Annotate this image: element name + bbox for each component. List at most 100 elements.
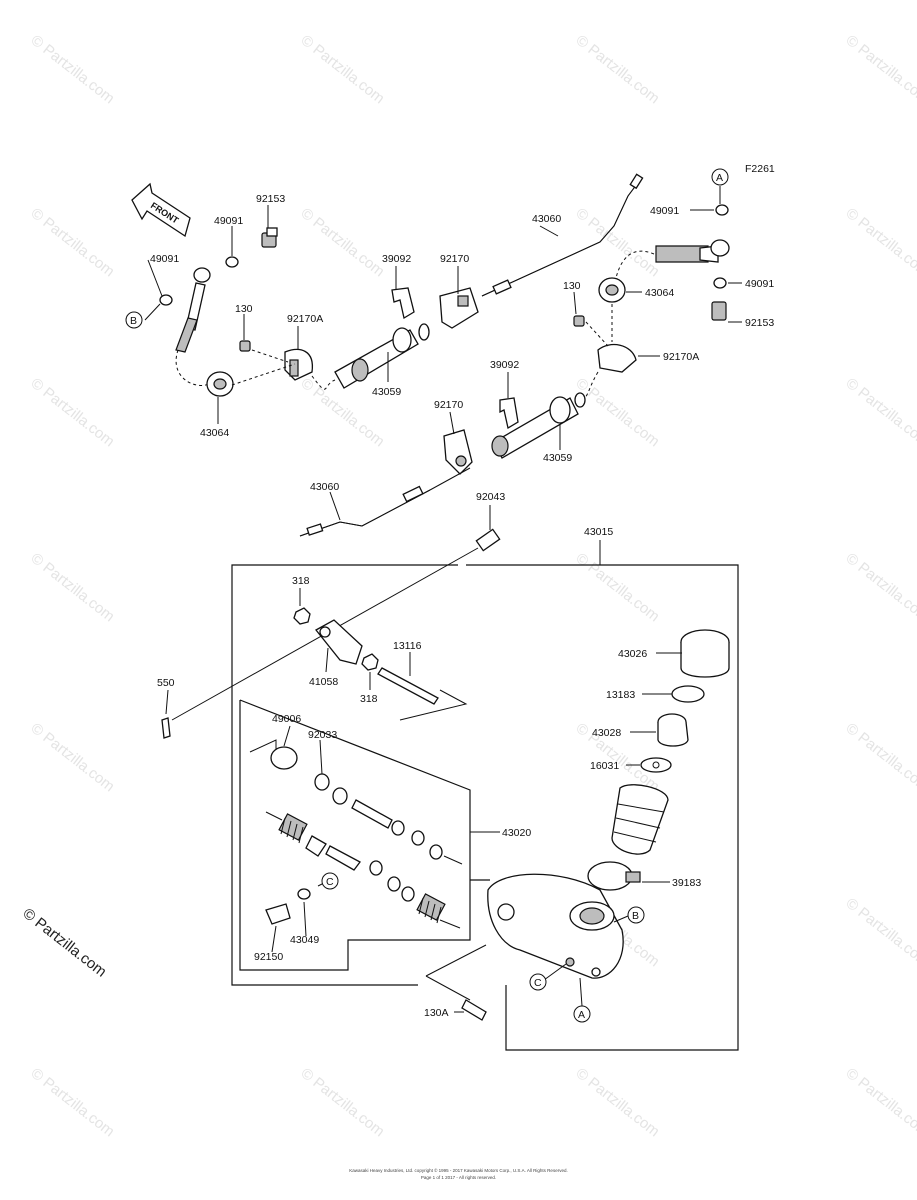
watermark: © Partzilla.com	[843, 32, 917, 108]
label-130A: 130A	[424, 1007, 449, 1019]
cotter-pin-550	[161, 717, 171, 739]
label-43064: 43064	[645, 287, 674, 299]
watermark: © Partzilla.com	[843, 550, 917, 626]
watermark: © Partzilla.com	[28, 205, 118, 281]
label-550: 550	[157, 677, 175, 689]
callout-a-bottom: A	[573, 1005, 591, 1023]
clamp-92170A-right	[597, 343, 637, 373]
label-92150: 92150	[254, 951, 283, 963]
label-92170A: 92170A	[663, 351, 699, 363]
callout-c-internal: C	[321, 872, 339, 890]
label-49091: 49091	[745, 278, 774, 290]
clevis-41058	[315, 619, 363, 665]
label-49091: 49091	[650, 205, 679, 217]
master-cylinder-body	[487, 873, 624, 979]
callout-c-letter: C	[534, 977, 542, 989]
watermark: © Partzilla.com	[843, 895, 917, 971]
watermark-grid: © Partzilla.com © Partzilla.com © Partzi…	[28, 32, 917, 1141]
bolt-130-right	[573, 315, 585, 327]
label-43026: 43026	[618, 648, 647, 660]
label-92170: 92170	[434, 399, 463, 411]
watermark: © Partzilla.com	[843, 1065, 917, 1141]
watermark: © Partzilla.com	[843, 205, 917, 281]
hose-sleeve-right	[655, 245, 709, 263]
watermark: © Partzilla.com	[28, 1065, 118, 1141]
figure-code: F2261	[745, 163, 775, 175]
label-39092: 39092	[490, 359, 519, 371]
footer-rights: Page 1 of 1 2017 - All rights reserved.	[420, 1175, 497, 1180]
label-92043: 92043	[476, 491, 505, 503]
label-92153: 92153	[256, 193, 285, 205]
label-43015: 43015	[584, 526, 613, 538]
label-43028: 43028	[592, 727, 621, 739]
label-92170A: 92170A	[287, 313, 323, 325]
label-92153: 92153	[745, 317, 774, 329]
master-cylinder-assembly	[161, 528, 739, 1051]
washer-49091-right2	[713, 277, 727, 289]
watermark: © Partzilla.com	[298, 32, 388, 108]
callout-b-letter: B	[632, 910, 639, 922]
boot-49006	[270, 746, 298, 770]
label-49091: 49091	[214, 215, 243, 227]
watermark: © Partzilla.com	[573, 375, 663, 451]
washer-49091-left2	[159, 294, 173, 306]
label-318: 318	[292, 575, 310, 587]
label-13116: 13116	[393, 640, 422, 652]
center-line-assembly	[334, 173, 644, 389]
label-39183: 39183	[672, 877, 701, 889]
bolt-head	[266, 227, 278, 237]
label-43060: 43060	[310, 481, 339, 493]
washer-49091-right	[715, 204, 729, 216]
label-318: 318	[360, 693, 378, 705]
label-39092: 39092	[382, 253, 411, 265]
callout-c-letter: C	[326, 876, 334, 888]
watermark: © Partzilla.com	[298, 205, 388, 281]
front-arrow-icon: FRONT	[131, 182, 191, 238]
clip-39092-mid	[499, 397, 519, 430]
watermark: © Partzilla.com	[843, 375, 917, 451]
callout-b-top: B	[125, 311, 143, 329]
watermark: © Partzilla.com	[28, 720, 118, 796]
watermark: © Partzilla.com	[28, 32, 118, 108]
callout-b-bottom: B	[627, 906, 645, 924]
washer-49091-left	[225, 256, 239, 268]
watermark: © Partzilla.com	[573, 550, 663, 626]
pin-92043	[475, 528, 501, 552]
reservoir-body	[611, 784, 669, 855]
label-130: 130	[563, 280, 581, 292]
middle-line-assembly	[299, 372, 586, 537]
label-43059: 43059	[543, 452, 572, 464]
bolt-130-left	[239, 340, 251, 352]
label-43059: 43059	[372, 386, 401, 398]
bleeder-92150	[265, 903, 291, 925]
spring-upper	[278, 813, 308, 844]
label-16031: 16031	[590, 760, 619, 772]
check-valve	[325, 845, 361, 871]
bracket-92170-top	[439, 287, 479, 329]
label-13183: 13183	[606, 689, 635, 701]
washer-43049	[297, 888, 311, 900]
footer-copyright: Kawasaki Heavy Industries, Ltd. copyrigh…	[349, 1168, 568, 1173]
banjo-fitting-left	[193, 267, 211, 283]
hose-sleeve-left	[175, 317, 198, 353]
label-43064: 43064	[200, 427, 229, 439]
callout-a-letter: A	[716, 172, 723, 184]
bracket-92170-mid	[443, 429, 473, 475]
callout-a-letter: A	[578, 1009, 585, 1021]
label-49091: 49091	[150, 253, 179, 265]
label-92170: 92170	[440, 253, 469, 265]
left-hose-assembly	[144, 205, 336, 424]
label-43049: 43049	[290, 934, 319, 946]
watermark: © Partzilla.com	[573, 32, 663, 108]
label-49006: 49006	[272, 713, 301, 725]
label-43060: 43060	[532, 213, 561, 225]
bolt-92153-right	[711, 301, 727, 321]
nut-318-b	[361, 653, 379, 671]
piston	[351, 799, 393, 829]
bolt-130A	[461, 999, 487, 1021]
banjo-fitting-right	[710, 239, 730, 257]
callout-a-top: A	[711, 168, 729, 186]
callout-c-bottom: C	[529, 973, 547, 991]
watermark: © Partzilla.com	[28, 550, 118, 626]
